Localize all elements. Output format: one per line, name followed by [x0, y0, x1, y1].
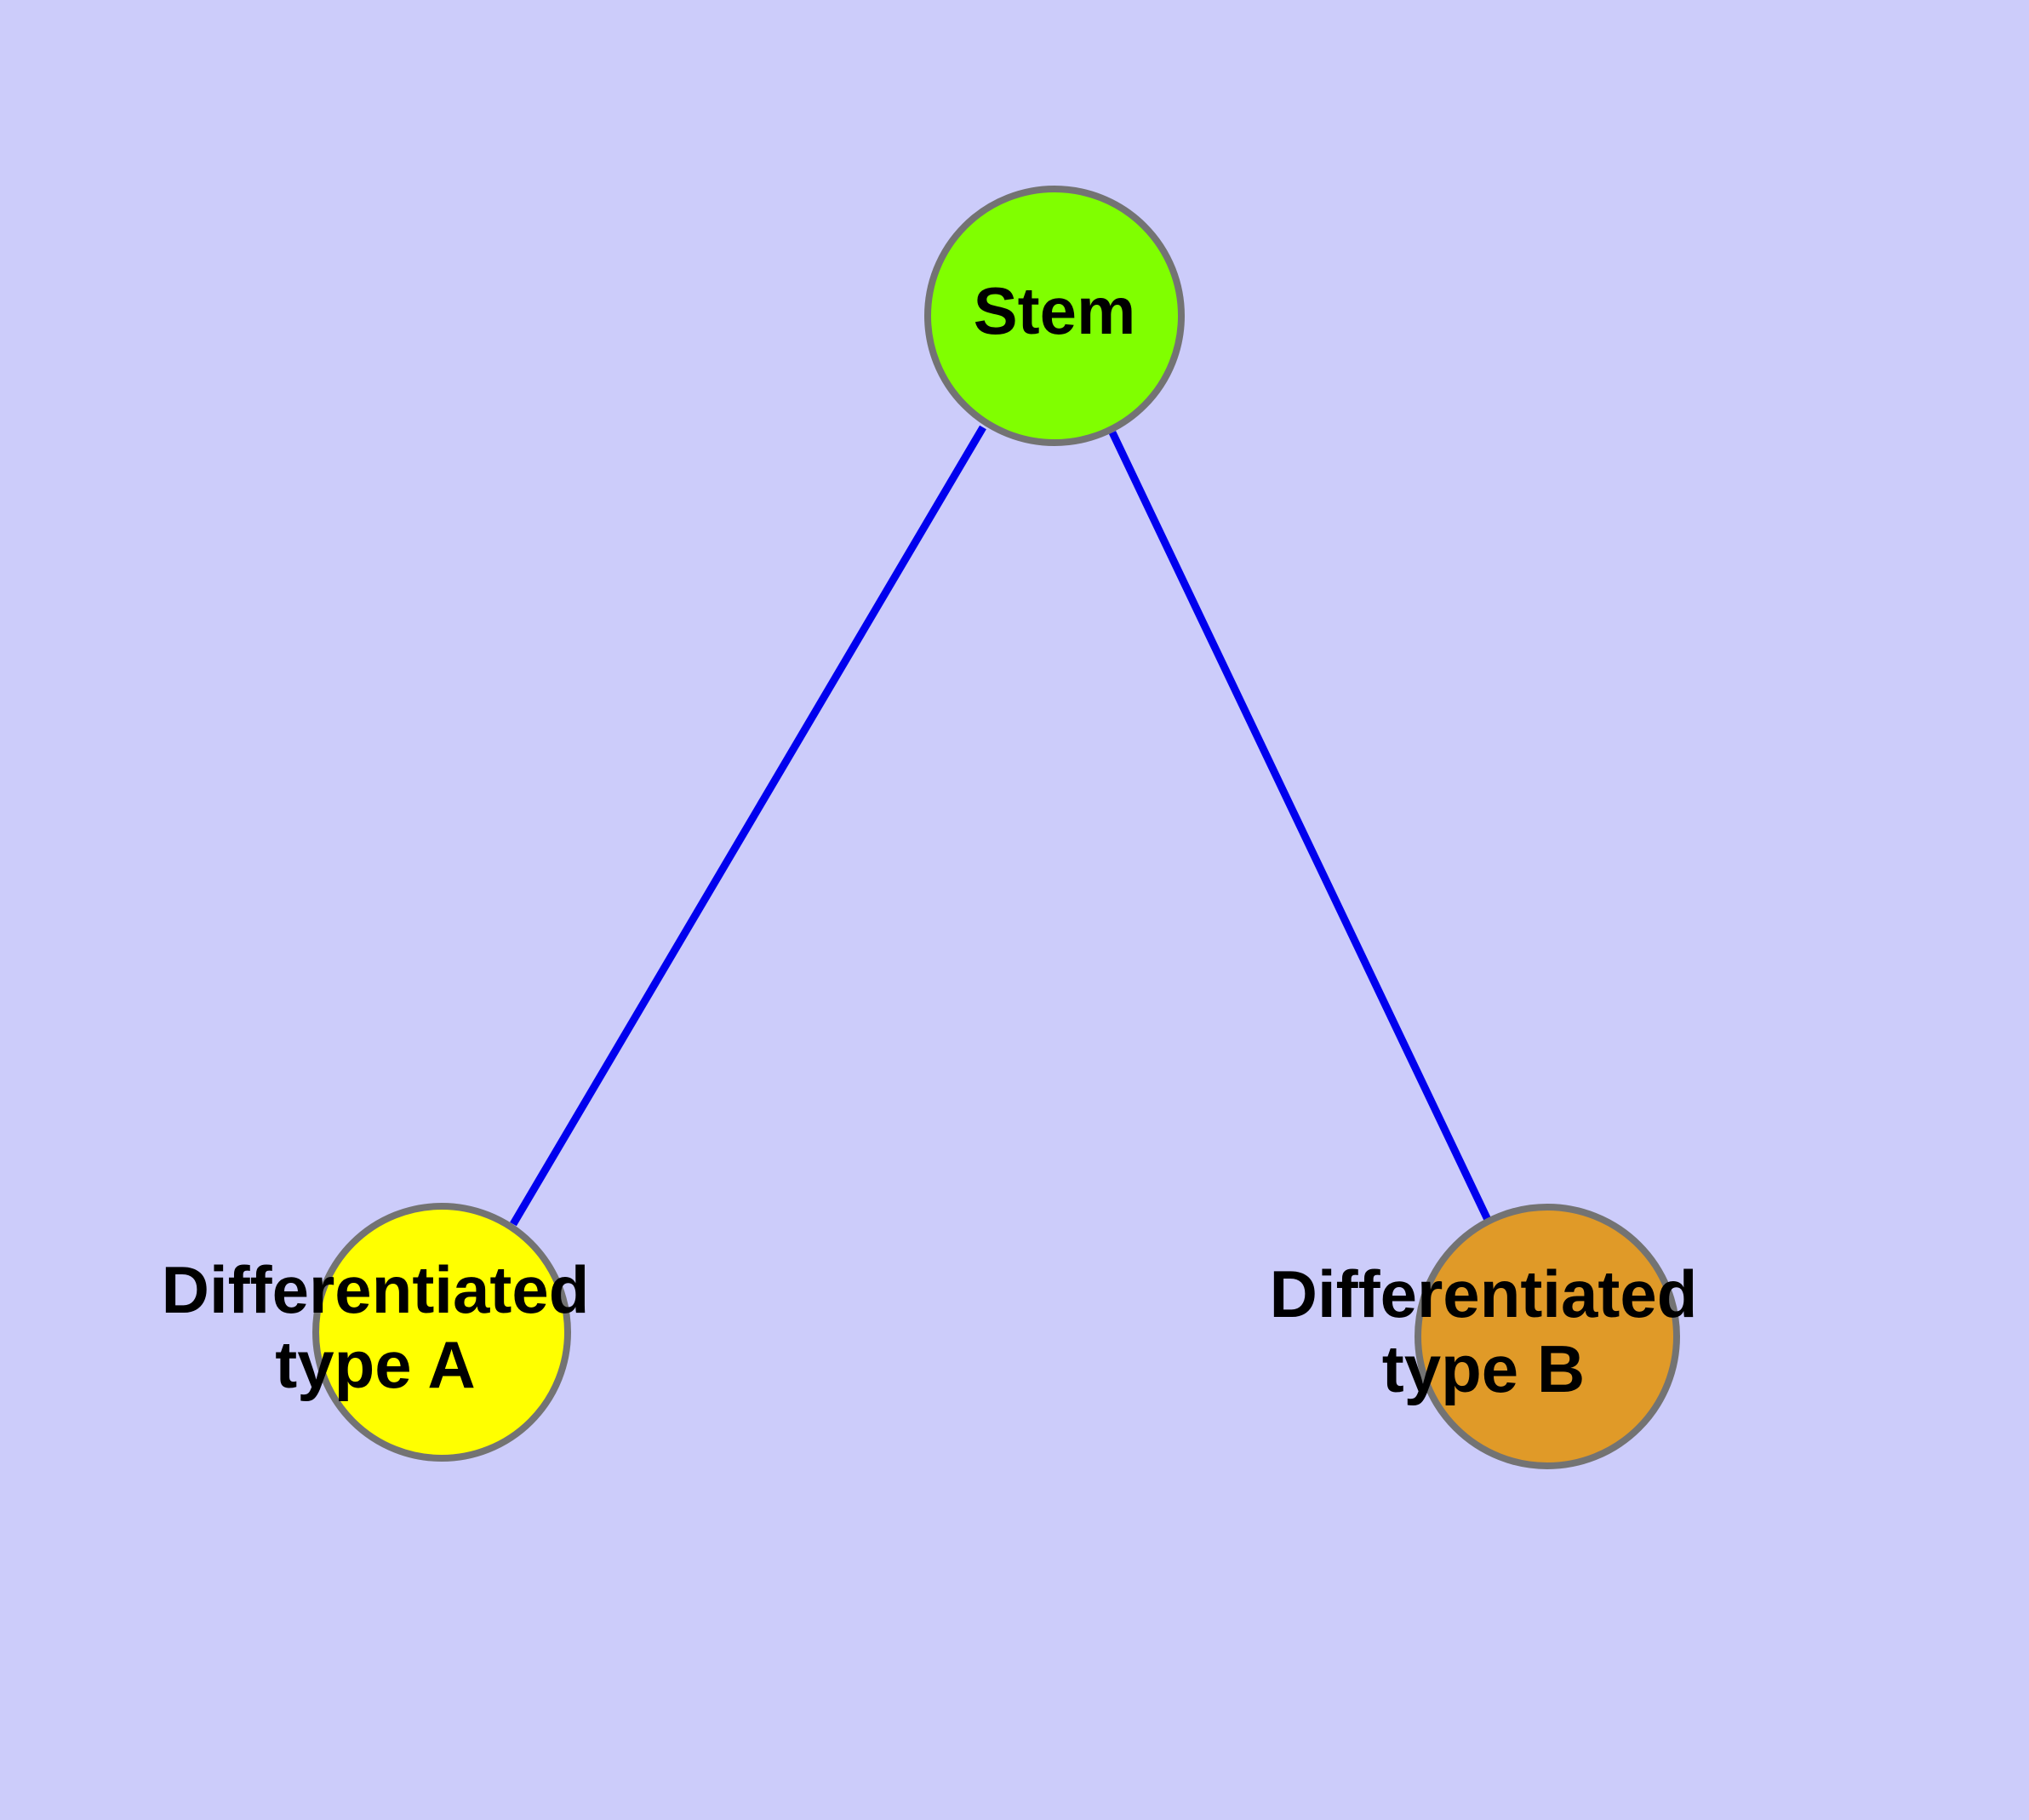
node-differentiated-type-a[interactable]: [312, 1203, 571, 1462]
edge-stem-to-type-a[interactable]: [510, 425, 986, 1227]
node-label-stem: Stem: [974, 273, 1136, 348]
node-stem[interactable]: [924, 186, 1185, 446]
node-label-line: Differentiated: [162, 1252, 590, 1327]
node-differentiated-type-b[interactable]: [1415, 1204, 1680, 1469]
edge-stem-to-type-b[interactable]: [1108, 431, 1494, 1225]
nodes-layer: [312, 186, 1680, 1469]
node-label-line: type B: [1382, 1331, 1585, 1406]
node-label-line: Stem: [974, 273, 1136, 348]
edges-layer: [510, 425, 1494, 1227]
node-label-line: type A: [275, 1327, 476, 1402]
node-label-line: Differentiated: [1270, 1256, 1698, 1331]
